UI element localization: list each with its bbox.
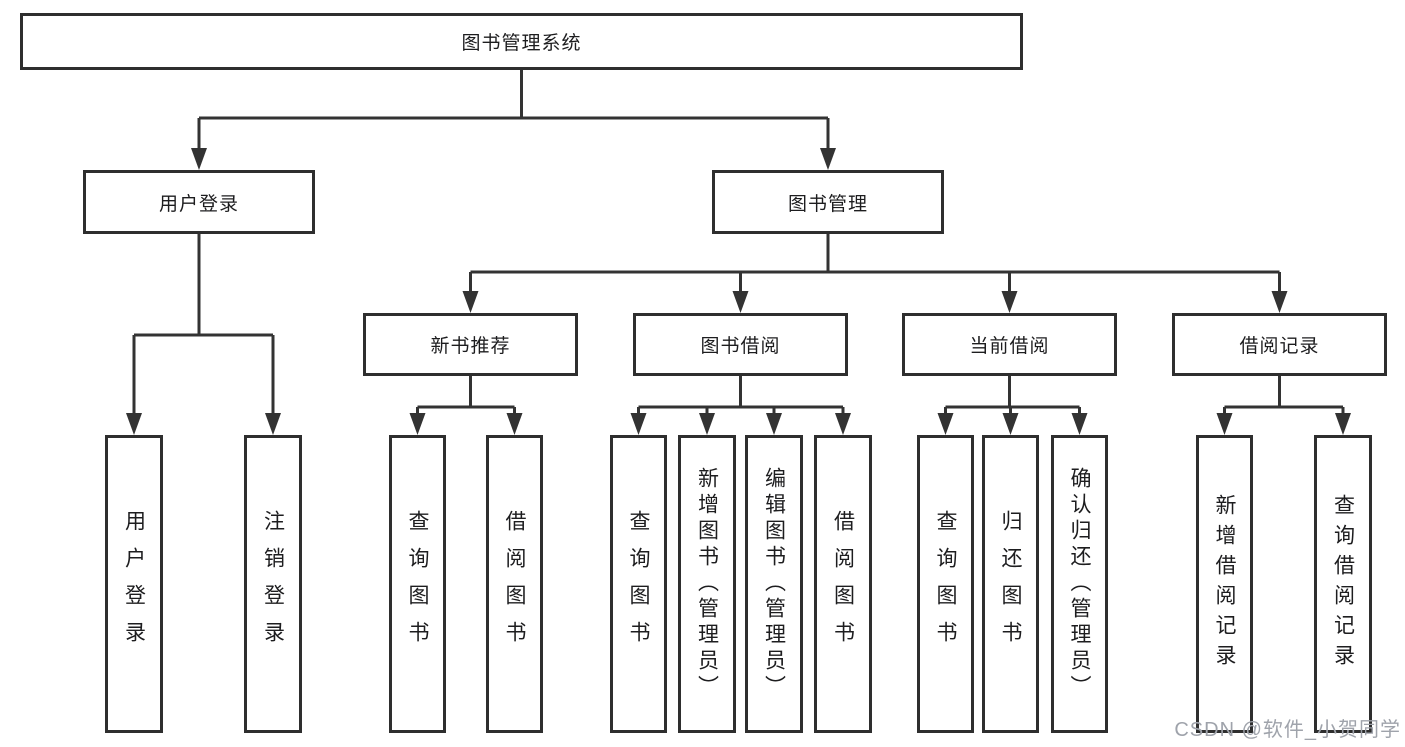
leaf-query-books-recommend-label: 查询图书 xyxy=(406,510,430,658)
node-book-borrowing: 图书借阅 xyxy=(633,313,848,376)
leaf-query-books-recommend: 查询图书 xyxy=(389,435,446,733)
leaf-add-borrow-record: 新增借阅记录 xyxy=(1196,435,1253,733)
leaf-edit-books-admin: 编辑图书（管理员） xyxy=(745,435,803,733)
leaf-borrow-books-borrowing-label: 借阅图书 xyxy=(831,510,855,658)
leaf-query-borrow-record: 查询借阅记录 xyxy=(1314,435,1372,733)
leaf-return-books: 归还图书 xyxy=(982,435,1039,733)
leaf-borrow-books-recommend-label: 借阅图书 xyxy=(503,510,527,658)
node-library-management-system: 图书管理系统 xyxy=(20,13,1023,70)
leaf-query-books-borrowing-label: 查询图书 xyxy=(627,510,651,658)
node-current-borrowing: 当前借阅 xyxy=(902,313,1117,376)
node-user-login: 用户登录 xyxy=(83,170,315,234)
leaf-borrow-books-recommend: 借阅图书 xyxy=(486,435,543,733)
leaf-query-books-current: 查询图书 xyxy=(917,435,974,733)
leaf-add-books-admin-label: 新增图书（管理员） xyxy=(695,467,719,701)
leaf-query-books-current-label: 查询图书 xyxy=(934,510,958,658)
leaf-borrow-books-borrowing: 借阅图书 xyxy=(814,435,872,733)
leaf-logout-login: 注销登录 xyxy=(244,435,302,733)
leaf-add-books-admin: 新增图书（管理员） xyxy=(678,435,736,733)
leaf-confirm-return-admin: 确认归还（管理员） xyxy=(1051,435,1108,733)
leaf-add-borrow-record-label: 新增借阅记录 xyxy=(1213,494,1237,674)
leaf-query-borrow-record-label: 查询借阅记录 xyxy=(1331,494,1355,674)
leaf-edit-books-admin-label: 编辑图书（管理员） xyxy=(762,467,786,701)
node-new-book-recommend: 新书推荐 xyxy=(363,313,578,376)
node-borrowing-records: 借阅记录 xyxy=(1172,313,1387,376)
leaf-logout-login-label: 注销登录 xyxy=(261,510,285,658)
leaf-confirm-return-admin-label: 确认归还（管理员） xyxy=(1068,467,1092,701)
leaf-query-books-borrowing: 查询图书 xyxy=(610,435,667,733)
node-book-management: 图书管理 xyxy=(712,170,944,234)
leaf-return-books-label: 归还图书 xyxy=(999,510,1023,658)
watermark: CSDN @软件_小贺同学 xyxy=(1174,719,1401,741)
leaf-user-login: 用户登录 xyxy=(105,435,163,733)
leaf-user-login-label: 用户登录 xyxy=(122,510,146,658)
